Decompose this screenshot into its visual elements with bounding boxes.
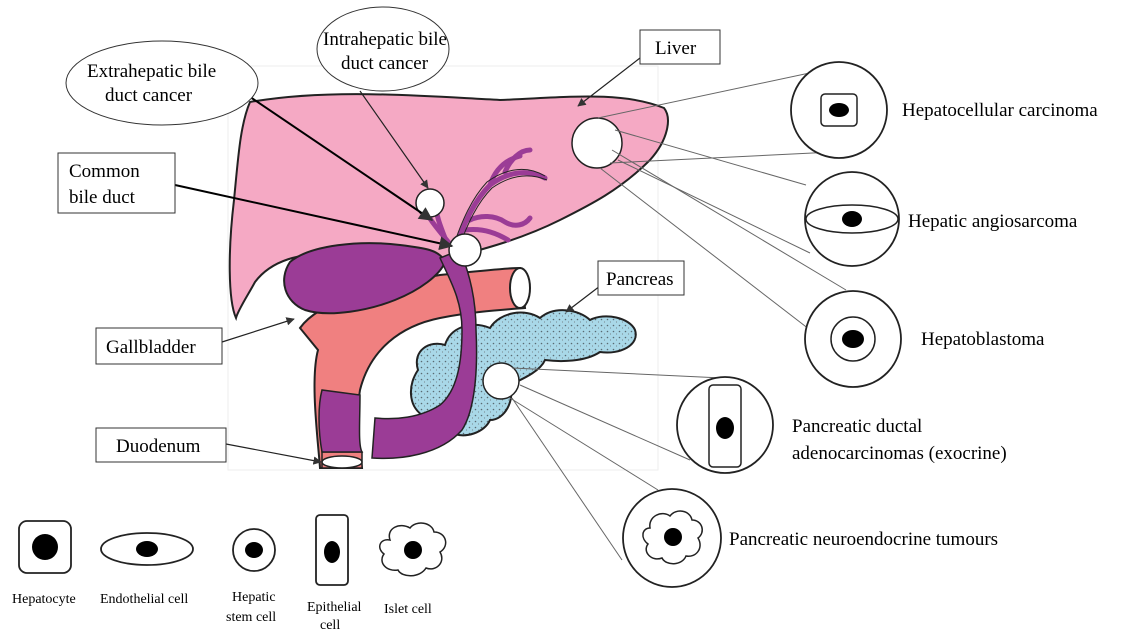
legend-hepatocyte-icon [19, 521, 71, 573]
pnet-cell-diagram [623, 489, 721, 587]
hcc-label: Hepatocellular carcinoma [902, 100, 1098, 121]
extrahepatic-label-1: Extrahepatic bile [87, 61, 216, 82]
legend-stem-label-2: stem cell [226, 610, 276, 625]
angiosarcoma-cell-diagram [805, 172, 899, 266]
hepatoblastoma-label: Hepatoblastoma [921, 329, 1045, 350]
legend-stem-icon [233, 529, 275, 571]
duodenum-label: Duodenum [116, 436, 201, 457]
pdac-label-1: Pancreatic ductal [792, 416, 922, 437]
gallbladder-label: Gallbladder [106, 337, 196, 358]
legend-epithelial-label-2: cell [320, 618, 340, 631]
legend-islet-icon [380, 523, 446, 576]
hepatoblastoma-cell-diagram [805, 291, 901, 387]
liver-label: Liver [655, 38, 697, 59]
pancreas-label: Pancreas [606, 269, 674, 290]
intrahepatic-label-1: Intrahepatic bile [323, 29, 447, 50]
legend-stem-label-1: Hepatic [232, 590, 276, 605]
legend-hepatocyte-label: Hepatocyte [12, 592, 76, 607]
legend-epithelial-icon [316, 515, 348, 585]
intrahepatic-label-2: duct cancer [341, 53, 429, 74]
extrahepatic-label-2: duct cancer [105, 85, 193, 106]
legend-epithelial-label-1: Epithelial [307, 600, 362, 615]
hcc-cell-diagram [791, 62, 887, 158]
legend-islet-label: Islet cell [384, 602, 432, 617]
pdac-cell-diagram [677, 377, 773, 473]
tumor-hcc-site [572, 118, 622, 168]
pnet-label: Pancreatic neuroendocrine tumours [729, 529, 998, 550]
legend-endothelial-label: Endothelial cell [100, 592, 188, 607]
angiosarcoma-label: Hepatic angiosarcoma [908, 211, 1078, 232]
common-bile-duct-label-1: Common [69, 161, 140, 182]
tumor-extrahepatic-site [449, 234, 481, 266]
common-bile-duct-label-2: bile duct [69, 187, 136, 208]
legend-endothelial-icon [101, 533, 193, 565]
pdac-label-2: adenocarcinomas (exocrine) [792, 443, 1007, 464]
